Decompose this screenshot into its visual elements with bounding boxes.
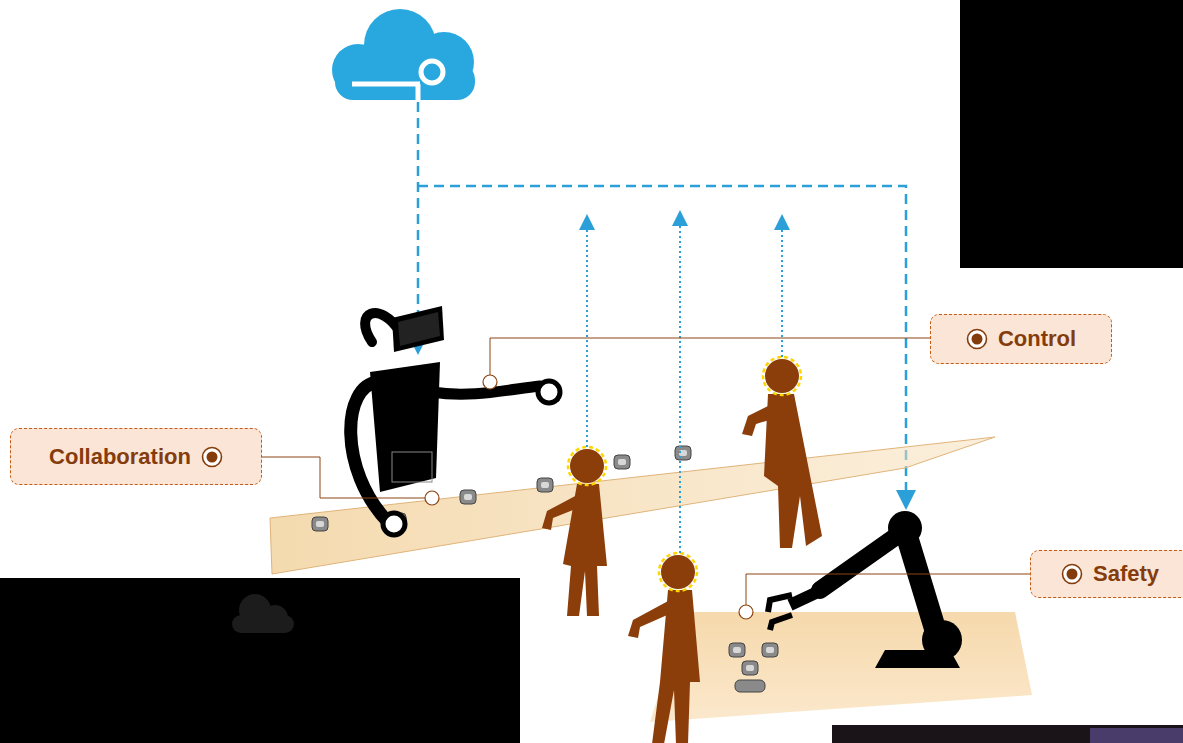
callout-label: Control xyxy=(998,326,1076,352)
callout-box: Control xyxy=(930,314,1112,364)
network-link xyxy=(418,102,906,500)
target-icon xyxy=(201,446,223,468)
target-icon xyxy=(1061,563,1083,585)
callout-label: Safety xyxy=(1093,561,1159,587)
human-worker xyxy=(542,359,822,743)
head-sensor xyxy=(568,357,801,591)
faint-cloud-icon xyxy=(232,594,294,633)
photo-fragment xyxy=(1090,728,1183,743)
leader-line xyxy=(261,338,1031,606)
robot-arm xyxy=(768,511,962,668)
callout-label: Collaboration xyxy=(49,444,191,470)
black-panel xyxy=(0,578,520,743)
photo-fragment xyxy=(832,725,1183,743)
callout-box: Collaboration xyxy=(10,428,262,485)
data-upload-arrow xyxy=(587,218,782,553)
target-icon xyxy=(966,328,988,350)
humanoid-robot xyxy=(351,306,560,535)
black-panel xyxy=(960,0,1183,268)
work-table xyxy=(650,612,1032,722)
callout-box: Safety xyxy=(1030,550,1183,598)
cloud-icon xyxy=(332,9,475,100)
